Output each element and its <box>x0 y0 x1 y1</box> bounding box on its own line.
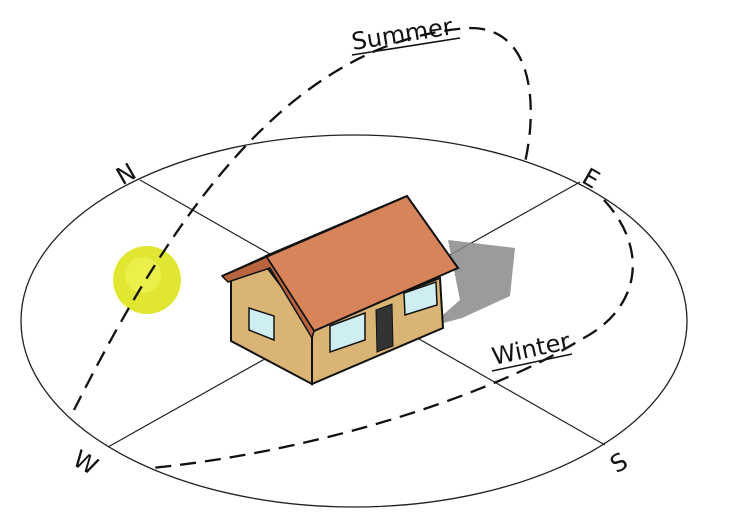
front-window-left <box>329 311 366 354</box>
south-label: S <box>605 447 632 479</box>
side-window <box>248 306 275 342</box>
front-window-right <box>403 280 438 317</box>
roof-ridge-line <box>221 195 408 277</box>
north-label: N <box>111 158 141 191</box>
sun-icon <box>113 246 181 314</box>
house-shadow <box>330 240 515 352</box>
winter-label: Winter <box>489 327 572 371</box>
east-label: E <box>577 163 604 195</box>
house-icon <box>220 194 460 386</box>
winter-label-underline <box>491 353 573 372</box>
summer-sun-path <box>72 26 532 411</box>
horizon-ellipse <box>20 134 688 508</box>
west-label: W <box>68 445 103 481</box>
summer-label: Summer <box>350 12 455 56</box>
house-door <box>375 303 394 353</box>
summer-label-underline <box>351 37 461 56</box>
